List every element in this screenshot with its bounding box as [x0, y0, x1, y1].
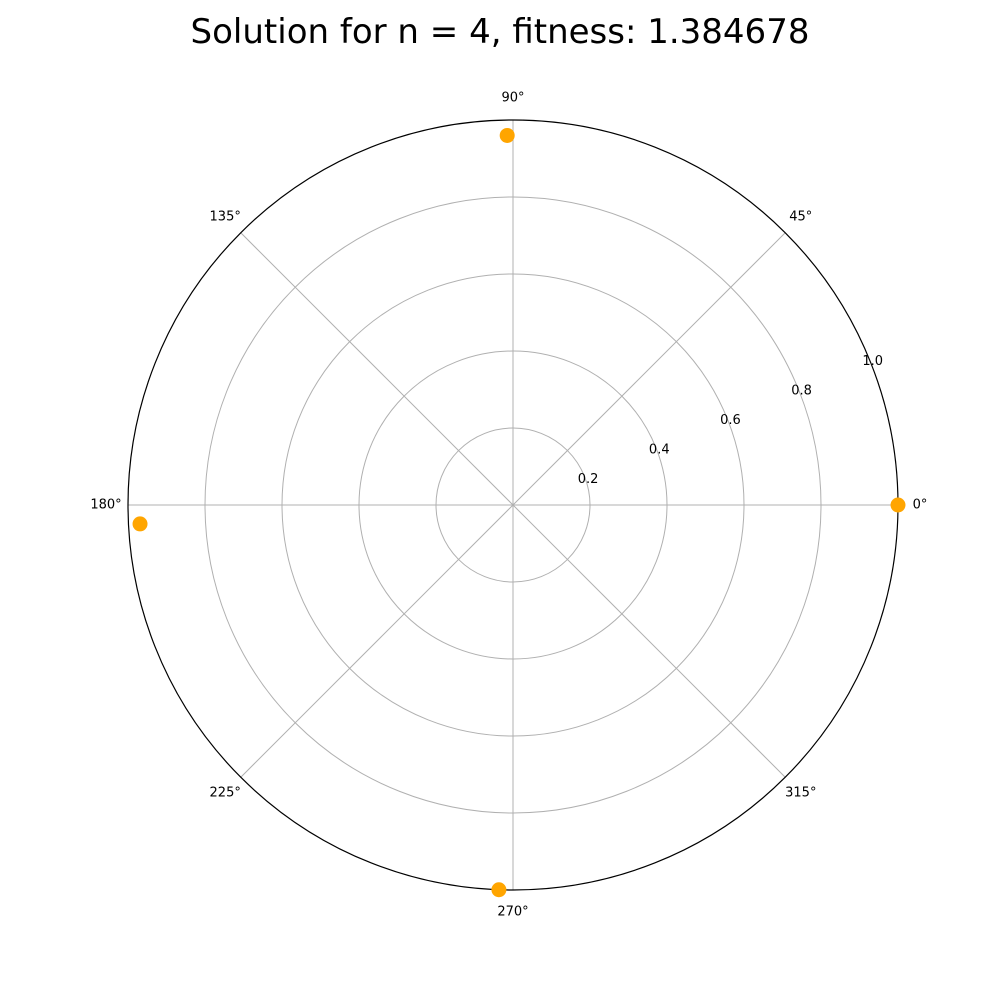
theta-tick-label: 270°: [497, 905, 528, 920]
theta-tick-label: 315°: [785, 785, 816, 800]
r-tick-label: 0.6: [720, 413, 741, 428]
chart-title: Solution for n = 4, fitness: 1.384678: [190, 12, 810, 52]
r-tick-label: 1.0: [862, 354, 883, 369]
r-tick-label: 0.2: [578, 472, 599, 487]
angular-grid-spokes: [128, 120, 898, 890]
radial-tick-labels: 0.2 0.4 0.6 0.8 1.0: [578, 354, 883, 487]
theta-tick-label: 0°: [913, 498, 928, 513]
data-point: [890, 497, 906, 513]
data-points: [132, 127, 906, 898]
theta-tick-label: 225°: [210, 785, 241, 800]
angular-gridline: [240, 504, 514, 778]
angular-gridline: [512, 504, 786, 778]
theta-tick-label: 90°: [501, 91, 524, 106]
r-tick-label: 0.8: [791, 384, 812, 399]
angular-gridline: [512, 232, 786, 506]
r-tick-label: 0.4: [649, 443, 670, 458]
data-point: [132, 516, 148, 532]
theta-tick-label: 45°: [789, 210, 812, 225]
theta-tick-label: 180°: [90, 498, 121, 513]
angular-gridline: [240, 232, 514, 506]
angular-tick-labels: 0° 45° 90° 135° 180° 225° 270° 315°: [90, 91, 927, 920]
data-point: [499, 127, 515, 143]
data-point: [491, 882, 507, 898]
theta-tick-label: 135°: [210, 210, 241, 225]
